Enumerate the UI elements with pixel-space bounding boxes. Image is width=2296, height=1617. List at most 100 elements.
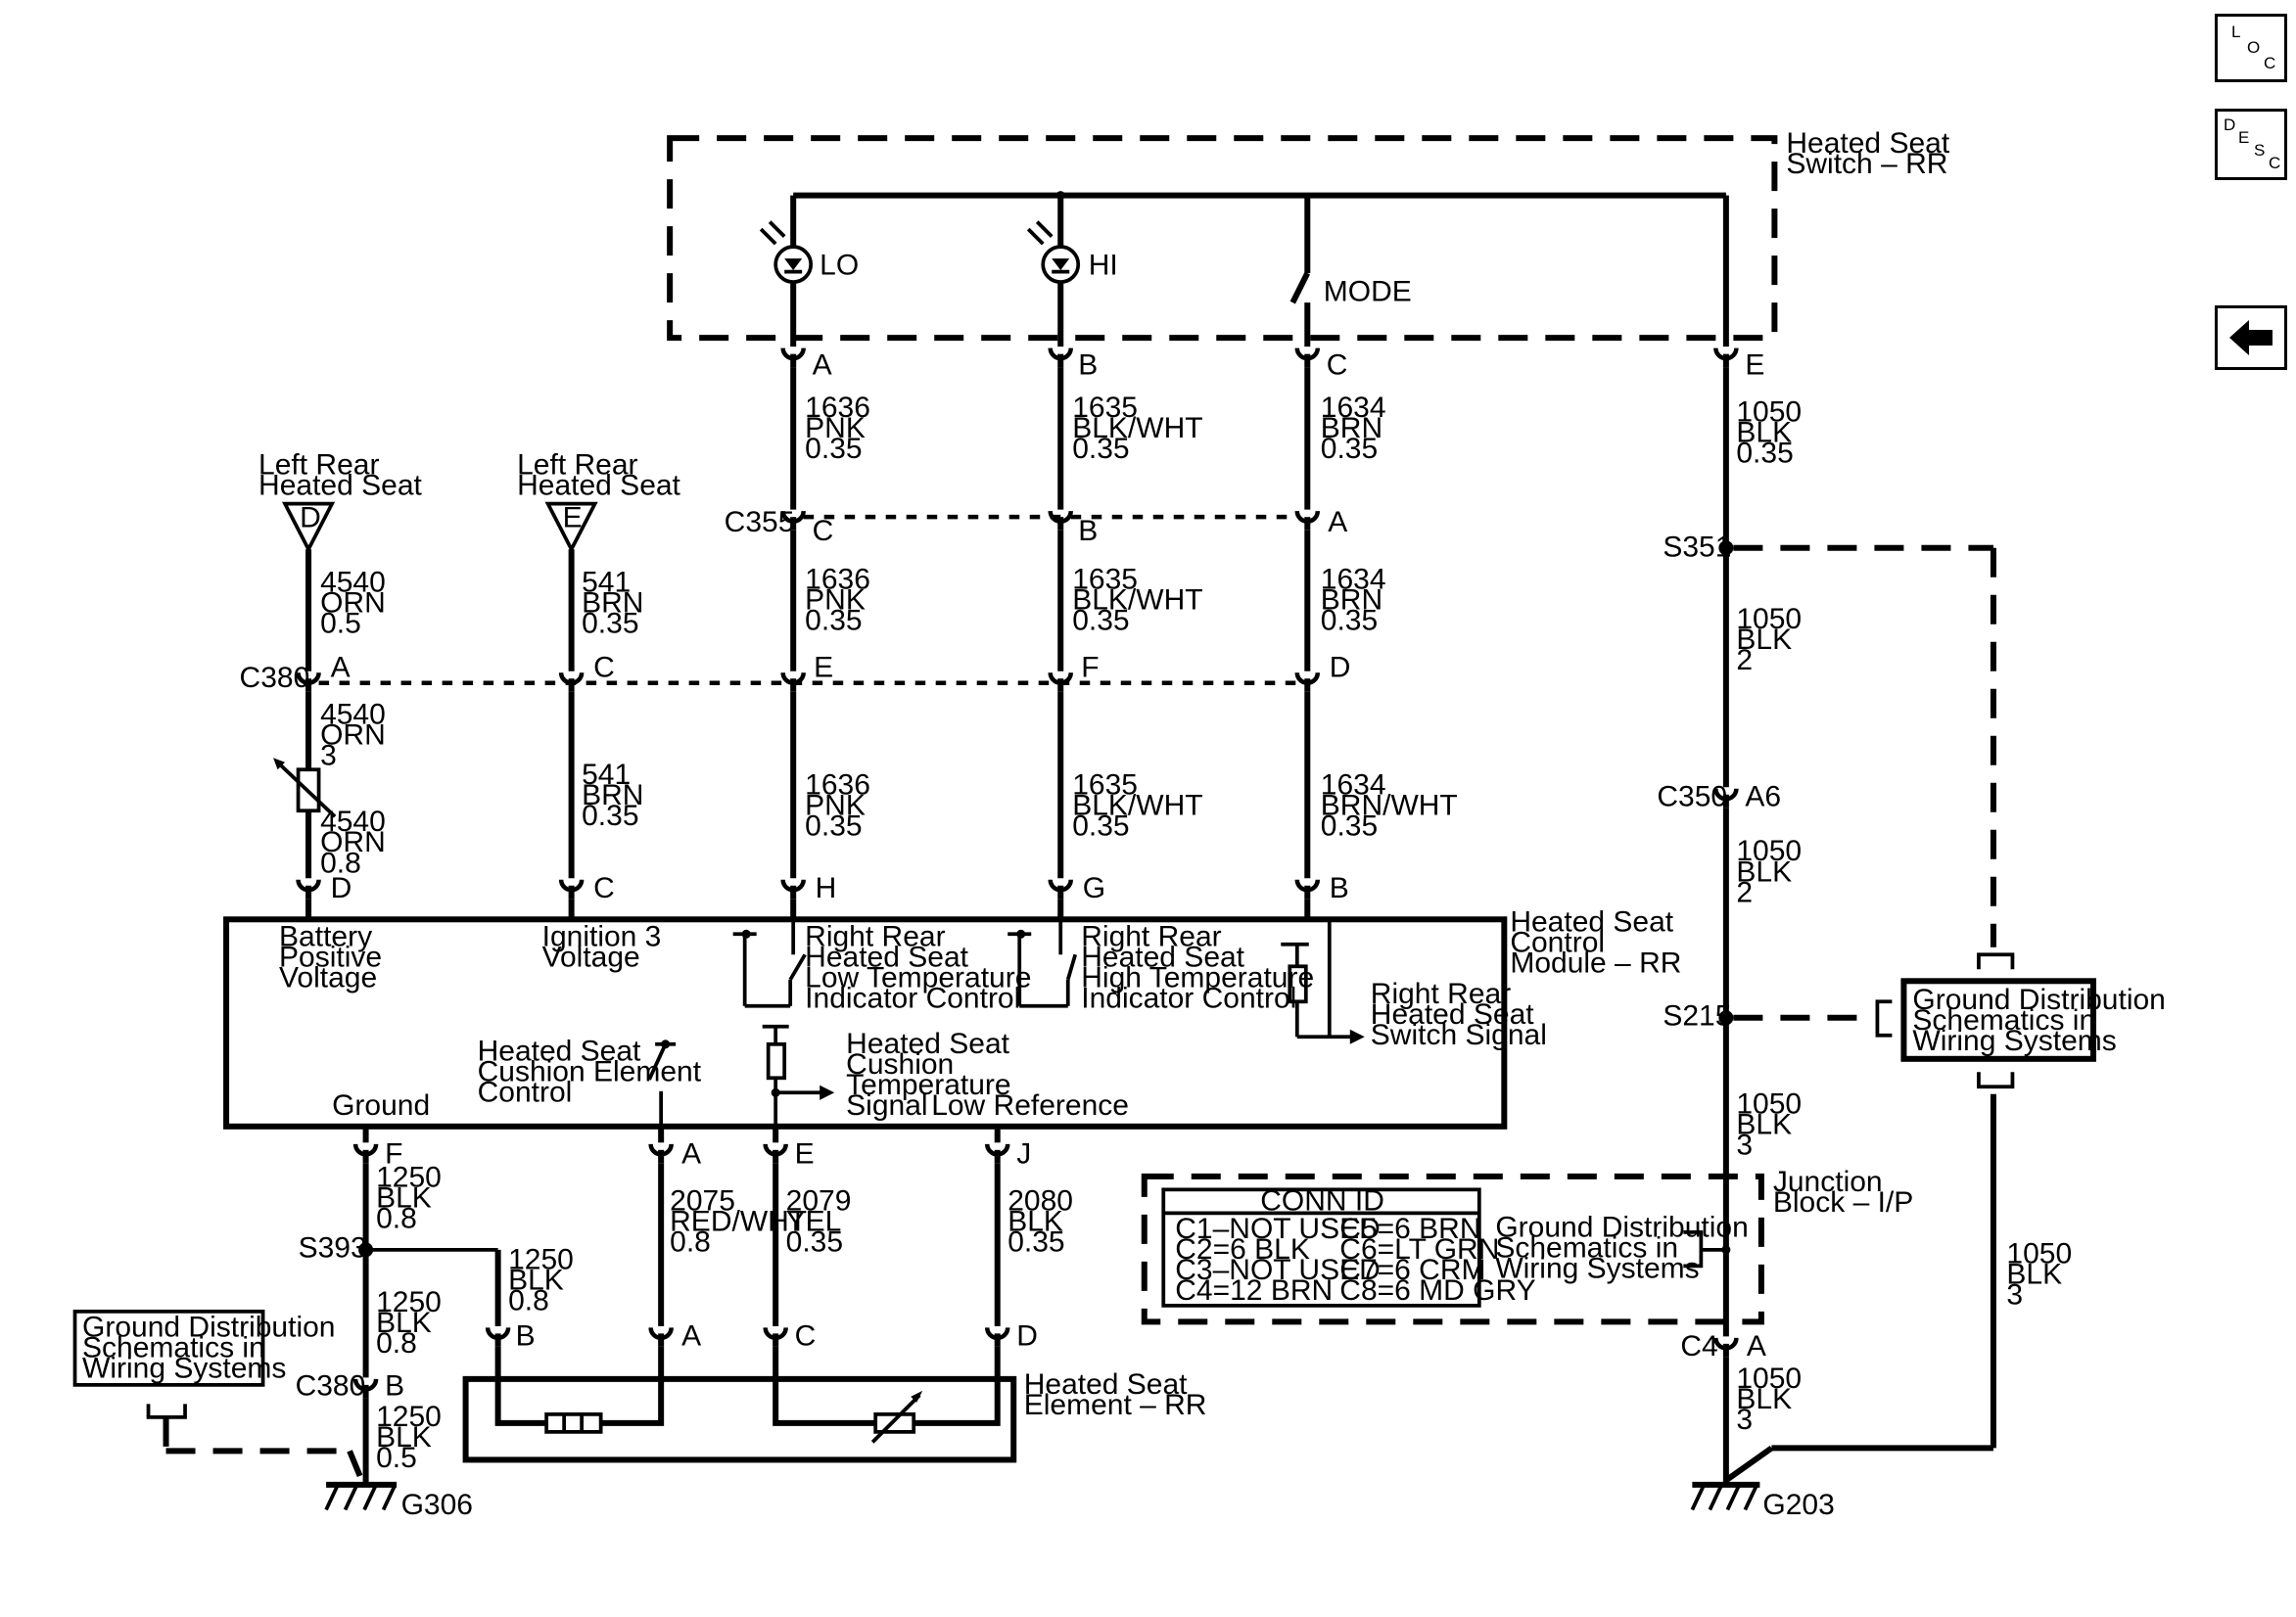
svg-text:Heated Seat: Heated Seat xyxy=(1081,941,1244,973)
svg-text:BRN: BRN xyxy=(582,587,643,620)
svg-text:3: 3 xyxy=(2006,1278,2023,1311)
left-arrow-icon xyxy=(2229,320,2273,355)
switch-hi-label: HI xyxy=(1089,250,1118,282)
svg-text:1634: 1634 xyxy=(1321,564,1386,596)
ground-g306-label: G306 xyxy=(401,1489,473,1521)
svg-text:C355: C355 xyxy=(725,506,795,538)
ground-distribution-ref-right[interactable]: Ground Distribution Schematics in Wiring… xyxy=(1875,952,2166,1089)
svg-text:Control: Control xyxy=(1510,926,1605,958)
thermistor-icon xyxy=(873,1412,916,1434)
svg-text:1635: 1635 xyxy=(1072,769,1138,802)
connector-c4-pin: A xyxy=(1747,1330,1766,1363)
svg-text:Heated Seat: Heated Seat xyxy=(846,1028,1009,1060)
svg-text:BLK/WHT: BLK/WHT xyxy=(1072,412,1202,444)
conn-id-table xyxy=(1161,1187,1481,1308)
svg-text:RED/WHT: RED/WHT xyxy=(670,1205,807,1237)
ground-path-right xyxy=(1715,367,1996,1484)
svg-text:BRN: BRN xyxy=(582,779,643,811)
svg-text:1250: 1250 xyxy=(376,1401,442,1433)
loc-button[interactable]: L O C xyxy=(2215,14,2287,82)
switch-pin-c: C xyxy=(1327,349,1348,382)
loc-letter-l: L xyxy=(2231,23,2241,41)
svg-text:D: D xyxy=(300,502,321,534)
left-rear-seat-flag-e: Left Rear Heated Seat E xyxy=(517,449,681,671)
element-pin-b: B xyxy=(516,1319,536,1352)
svg-text:Ignition 3: Ignition 3 xyxy=(542,920,662,952)
hi-indicator-switch-icon xyxy=(1007,919,1078,1008)
svg-text:Module – RR: Module – RR xyxy=(1510,947,1681,979)
svg-text:Right Rear: Right Rear xyxy=(1081,920,1221,952)
hi-indicator-lamp-icon xyxy=(1026,195,1081,347)
svg-text:BLK: BLK xyxy=(1736,855,1792,888)
svg-text:2: 2 xyxy=(1736,876,1753,908)
svg-text:4540: 4540 xyxy=(320,806,386,838)
ground-distribution-ref-left[interactable]: Ground Distribution Schematics in Wiring… xyxy=(72,1309,363,1478)
svg-text:Cushion: Cushion xyxy=(846,1048,954,1081)
desc-letter-c: C xyxy=(2269,154,2281,172)
svg-text:Positive: Positive xyxy=(279,941,382,973)
switch-name-line1: Heated Seat xyxy=(1786,127,1949,160)
svg-text:2079: 2079 xyxy=(786,1184,852,1217)
lo-indicator-switch-icon xyxy=(732,919,807,1008)
svg-text:BLK: BLK xyxy=(1736,624,1792,656)
svg-text:Right Rear: Right Rear xyxy=(805,920,945,952)
splice-s393-label: S393 xyxy=(299,1231,367,1264)
svg-text:Left Rear: Left Rear xyxy=(517,449,637,482)
svg-text:0.35: 0.35 xyxy=(1007,1225,1064,1258)
module-pin-e: E xyxy=(795,1137,815,1170)
svg-text:Battery: Battery xyxy=(279,920,372,952)
svg-text:3: 3 xyxy=(1736,1129,1753,1161)
element-pin-a: A xyxy=(681,1319,701,1352)
connector-c350-pin: A6 xyxy=(1745,781,1781,813)
svg-text:A: A xyxy=(1328,506,1347,538)
svg-text:Control: Control xyxy=(478,1076,573,1108)
svg-text:Heated Seat: Heated Seat xyxy=(1371,998,1534,1031)
back-button[interactable] xyxy=(2215,305,2287,370)
svg-text:ORN: ORN xyxy=(320,719,386,752)
desc-button[interactable]: D E S C xyxy=(2215,109,2287,180)
svg-text:PNK: PNK xyxy=(805,584,866,617)
svg-text:C3–NOT USED: C3–NOT USED xyxy=(1175,1254,1381,1286)
svg-text:1250: 1250 xyxy=(376,1161,442,1193)
svg-text:3: 3 xyxy=(320,740,337,772)
svg-text:1050: 1050 xyxy=(1736,396,1802,429)
svg-text:BRN/WHT: BRN/WHT xyxy=(1321,790,1458,822)
svg-text:Voltage: Voltage xyxy=(542,941,640,973)
svg-text:1050: 1050 xyxy=(1736,835,1802,867)
junction-block-ip: Junction Block – I/P CONN ID C1–NOT USED… xyxy=(1141,1166,1913,1325)
connector-c4-label: C4 xyxy=(1680,1330,1717,1363)
svg-text:Ground Distribution: Ground Distribution xyxy=(1495,1211,1748,1243)
svg-text:1634: 1634 xyxy=(1321,392,1386,424)
svg-text:F: F xyxy=(1081,652,1099,684)
module-pin-d: D xyxy=(331,872,352,904)
svg-text:Ground Distribution: Ground Distribution xyxy=(1912,984,2165,1016)
svg-text:C2=6 BLK: C2=6 BLK xyxy=(1175,1233,1310,1266)
connector-c350-label: C350 xyxy=(1657,781,1727,813)
svg-text:Indicator Control: Indicator Control xyxy=(805,982,1020,1014)
element-pin-c: C xyxy=(795,1319,817,1352)
module-pin-g: G xyxy=(1083,872,1105,904)
svg-text:0.5: 0.5 xyxy=(320,608,361,640)
switch-pin-e: E xyxy=(1745,349,1764,382)
svg-text:BRN: BRN xyxy=(1321,412,1382,444)
svg-text:1050: 1050 xyxy=(1736,1363,1802,1395)
desc-letter-e: E xyxy=(2238,128,2250,147)
svg-text:Cushion Element: Cushion Element xyxy=(478,1055,702,1087)
svg-text:0.35: 0.35 xyxy=(582,800,638,832)
svg-text:Signal: Signal xyxy=(846,1089,927,1122)
svg-text:Schematics in: Schematics in xyxy=(1912,1004,2095,1037)
heated-seat-control-module-rr: Heated Seat Control Module – RR Battery … xyxy=(223,899,1681,1130)
svg-text:BLK/WHT: BLK/WHT xyxy=(1072,584,1202,617)
svg-text:PNK: PNK xyxy=(805,790,866,822)
svg-text:0.5: 0.5 xyxy=(376,1442,417,1474)
